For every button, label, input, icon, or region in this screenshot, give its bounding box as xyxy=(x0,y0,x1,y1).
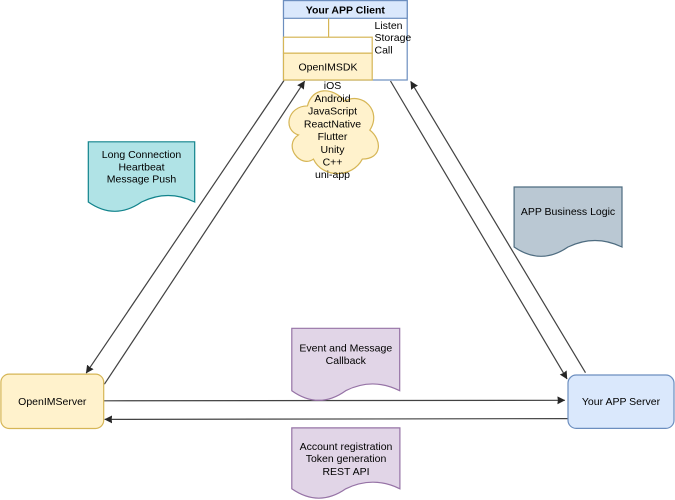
svg-text:Listen: Listen xyxy=(375,20,403,32)
svg-text:uni-app: uni-app xyxy=(315,169,350,181)
svg-text:Heartbeat: Heartbeat xyxy=(118,161,164,173)
svg-text:Unity: Unity xyxy=(321,144,346,156)
svg-text:Token generation: Token generation xyxy=(306,453,387,465)
svg-text:Call: Call xyxy=(375,44,393,56)
svg-text:Message Push: Message Push xyxy=(107,174,177,186)
svg-text:Your APP Server: Your APP Server xyxy=(582,396,661,408)
svg-text:OpenIMSDK: OpenIMSDK xyxy=(299,62,358,74)
svg-text:Long Connection: Long Connection xyxy=(102,149,182,161)
svg-text:JavaScript: JavaScript xyxy=(308,106,357,118)
svg-text:C++: C++ xyxy=(323,157,343,169)
svg-text:REST API: REST API xyxy=(322,466,369,478)
svg-text:ReactNative: ReactNative xyxy=(304,118,361,130)
svg-text:Storage: Storage xyxy=(375,32,412,44)
svg-text:Android: Android xyxy=(314,93,350,105)
svg-text:iOS: iOS xyxy=(324,80,342,92)
svg-text:Your APP Client: Your APP Client xyxy=(306,4,386,16)
svg-text:OpenIMServer: OpenIMServer xyxy=(18,396,87,408)
svg-text:APP Business Logic: APP Business Logic xyxy=(521,206,615,218)
svg-text:Callback: Callback xyxy=(326,355,367,367)
svg-text:Account registration: Account registration xyxy=(300,441,393,453)
svg-text:Flutter: Flutter xyxy=(318,131,348,143)
svg-text:Event and Message: Event and Message xyxy=(299,343,392,355)
